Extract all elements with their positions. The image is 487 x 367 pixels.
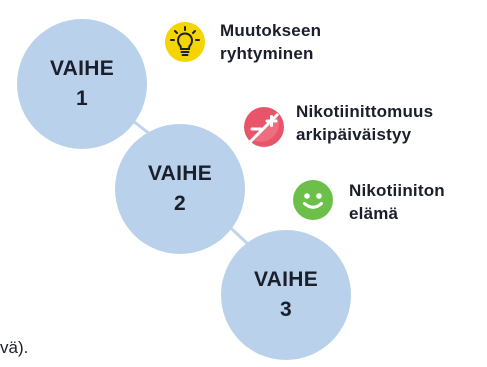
stage-1-text: Muutokseen ryhtyminen [220, 20, 321, 65]
stage-3-line-2: elämä [349, 203, 399, 223]
stage-3-text: Nikotiiniton elämä [349, 180, 445, 225]
phase-3-label: VAIHE [253, 267, 319, 291]
phase-2-label: VAIHE [147, 161, 213, 185]
phase-1-circle: VAIHE 1 [17, 19, 147, 149]
phase-3-number: 3 [280, 298, 292, 321]
stage-2-line-1: Nikotiinittomuus [296, 102, 434, 121]
plus-minus-icon [244, 107, 284, 147]
phase-1-number: 1 [76, 87, 88, 110]
stage-2-text: Nikotiinittomuus arkipäiväistyy [296, 101, 433, 146]
phase-2-circle: VAIHE 2 [115, 124, 245, 254]
phase-3-circle: VAIHE 3 [221, 230, 351, 360]
lightbulb-icon [165, 22, 205, 62]
clipped-caption-text: vä). [0, 338, 29, 357]
stage-3-line-1: Nikotiiniton [349, 181, 445, 200]
phase-1-label: VAIHE [49, 56, 115, 80]
stage-1-line-2: ryhtyminen [220, 43, 314, 63]
smiley-icon [293, 180, 333, 220]
phase-2-number: 2 [174, 192, 186, 215]
stage-1-line-1: Muutokseen [220, 21, 322, 40]
stage-2-line-2: arkipäiväistyy [296, 124, 412, 144]
